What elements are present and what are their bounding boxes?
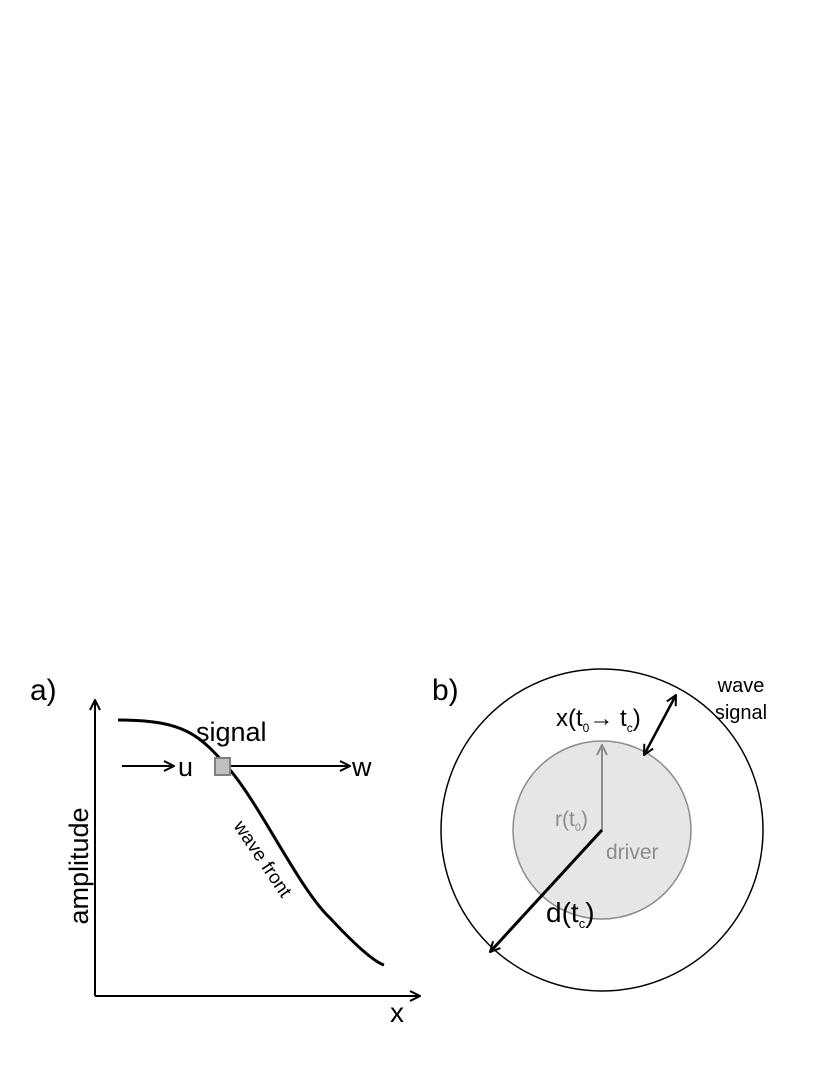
wave-front-curve [117, 718, 385, 967]
d-label: d(tc) [546, 897, 595, 931]
panel-b: b) wave signal x(t0→ tc) r(t0) driver d(… [432, 668, 767, 992]
panel-b-label: b) [432, 674, 459, 707]
w-label: w [351, 752, 372, 782]
x-label-sub1: 0 [583, 721, 590, 735]
panel-a: a) amplitude x u w signal wave front [30, 674, 420, 1028]
u-label: u [178, 752, 193, 782]
x-label-pre: x(t [556, 705, 583, 732]
d-radius-arrow [490, 828, 604, 952]
r-label: r(t0) [555, 808, 588, 834]
signal-box [214, 757, 231, 776]
d-label-post: ) [585, 897, 594, 928]
signal-label: signal [196, 717, 267, 747]
x-double-arrow [642, 695, 678, 755]
d-label-pre: d(t [546, 897, 579, 928]
wave-signal-label-line1: wave [717, 675, 765, 697]
x-label-sub2: c [627, 721, 633, 735]
wave-signal-circle [440, 668, 764, 992]
panel-a-label: a) [30, 674, 57, 707]
driver-label: driver [606, 841, 659, 864]
y-axis-label: amplitude [64, 807, 94, 924]
x-axis-label: x [390, 997, 404, 1028]
wave-signal-label-line2: signal [715, 702, 767, 724]
x-label: x(t0→ tc) [556, 705, 641, 735]
x-label-mid: t [613, 705, 627, 732]
r-label-pre: r(t [555, 808, 575, 831]
wave-front-label: wave front [228, 816, 295, 902]
x-label-post: ) [633, 705, 641, 732]
r-label-post: ) [581, 808, 588, 831]
r-label-sub: 0 [575, 822, 581, 834]
x-label-arrow: → [589, 705, 613, 732]
d-label-sub: c [579, 916, 586, 931]
